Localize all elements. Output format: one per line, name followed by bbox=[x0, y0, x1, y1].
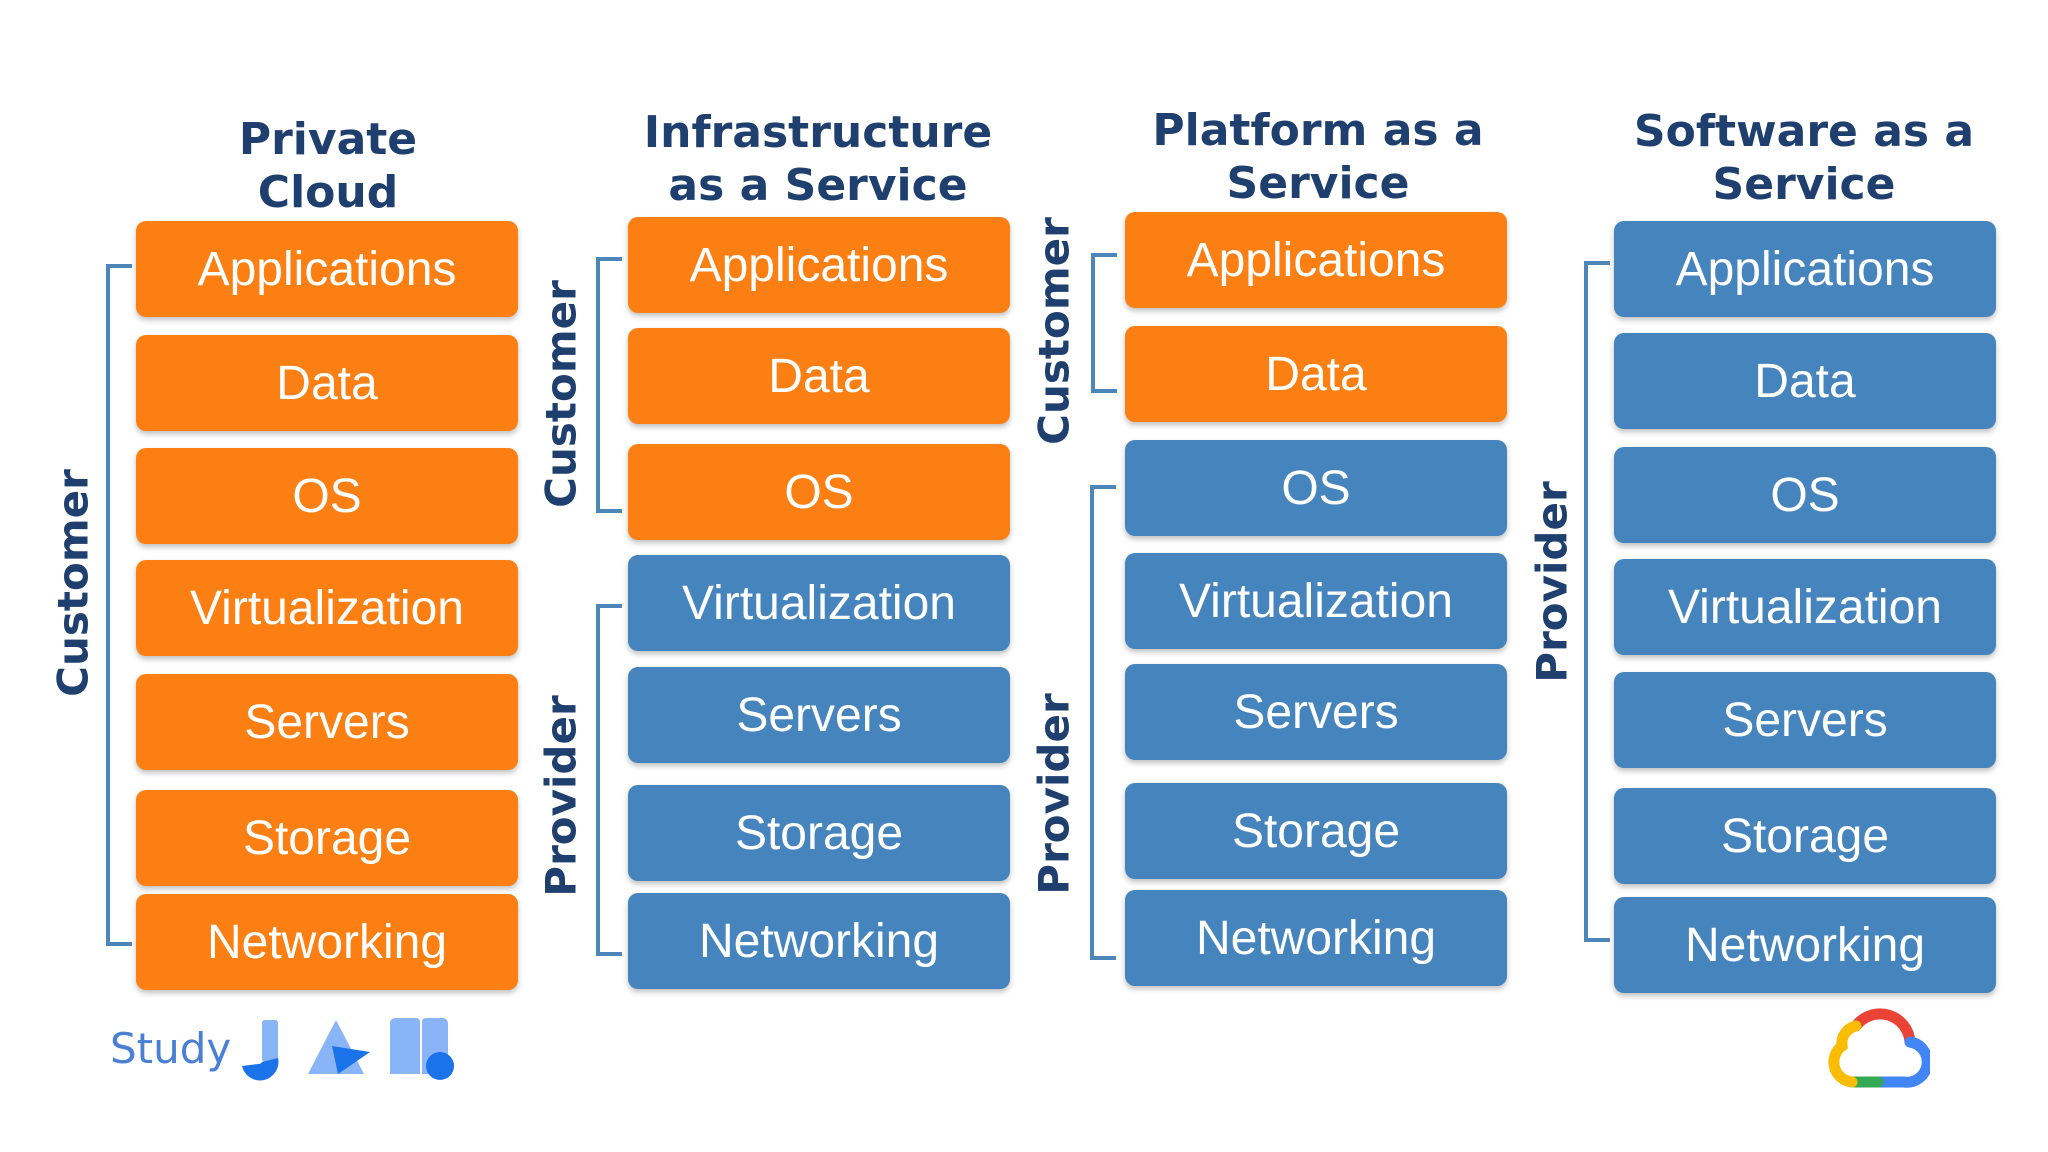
layer-networking: Networking bbox=[628, 893, 1010, 989]
customer-bracket bbox=[106, 264, 132, 946]
layer-networking: Networking bbox=[1614, 897, 1996, 993]
layer-storage: Storage bbox=[628, 785, 1010, 881]
j-logo-icon bbox=[242, 1020, 279, 1081]
provider-label-text: Provider bbox=[1527, 481, 1577, 683]
customer-bracket bbox=[596, 257, 622, 513]
title-line-2: Cloud bbox=[257, 167, 399, 218]
layer-data: Data bbox=[628, 328, 1010, 424]
layer-applications: Applications bbox=[136, 221, 518, 317]
provider-bracket bbox=[1090, 485, 1116, 960]
title-saas: Software as a Service bbox=[1614, 105, 1994, 211]
layer-os: OS bbox=[136, 448, 518, 544]
layer-networking: Networking bbox=[1125, 890, 1507, 986]
provider-bracket bbox=[1584, 261, 1610, 942]
customer-label-text: Customer bbox=[536, 280, 586, 508]
layer-applications: Applications bbox=[628, 217, 1010, 313]
title-line-2: as a Service bbox=[668, 160, 968, 211]
title-iaas: Infrastructure as a Service bbox=[628, 106, 1008, 212]
layer-applications: Applications bbox=[1614, 221, 1996, 317]
layer-os: OS bbox=[1125, 440, 1507, 536]
title-line-1: Infrastructure bbox=[643, 107, 993, 158]
provider-label-text: Provider bbox=[536, 695, 586, 897]
customer-bracket bbox=[1091, 253, 1117, 393]
layer-data: Data bbox=[1614, 333, 1996, 429]
provider-label-text: Provider bbox=[1029, 693, 1079, 895]
title-line-2: Service bbox=[1712, 159, 1896, 210]
layer-networking: Networking bbox=[136, 894, 518, 990]
title-private-cloud: Private Cloud bbox=[198, 113, 458, 219]
title-line-1: Platform as a bbox=[1152, 105, 1484, 156]
layer-servers: Servers bbox=[136, 674, 518, 770]
layer-virtualization: Virtualization bbox=[136, 560, 518, 656]
study-label: Study bbox=[110, 1024, 232, 1073]
google-cloud-icon bbox=[1828, 1008, 1930, 1088]
layer-storage: Storage bbox=[1125, 783, 1507, 879]
book-logo-icon bbox=[390, 1018, 454, 1080]
layer-storage: Storage bbox=[1614, 788, 1996, 884]
layer-virtualization: Virtualization bbox=[1614, 559, 1996, 655]
title-line-1: Software as a bbox=[1633, 106, 1975, 157]
layer-servers: Servers bbox=[1614, 672, 1996, 768]
layer-virtualization: Virtualization bbox=[628, 555, 1010, 651]
layer-applications: Applications bbox=[1125, 212, 1507, 308]
triangle-logo-icon bbox=[308, 1020, 370, 1074]
layer-virtualization: Virtualization bbox=[1125, 553, 1507, 649]
customer-label-text: Customer bbox=[1029, 217, 1079, 445]
layer-servers: Servers bbox=[1125, 664, 1507, 760]
layer-data: Data bbox=[136, 335, 518, 431]
title-paas: Platform as a Service bbox=[1128, 104, 1508, 210]
layer-storage: Storage bbox=[136, 790, 518, 886]
layer-servers: Servers bbox=[628, 667, 1010, 763]
layer-os: OS bbox=[1614, 447, 1996, 543]
layer-data: Data bbox=[1125, 326, 1507, 422]
customer-label-text: Customer bbox=[48, 469, 98, 697]
title-line-1: Private bbox=[238, 114, 418, 165]
layer-os: OS bbox=[628, 444, 1010, 540]
provider-bracket bbox=[596, 604, 622, 956]
title-line-2: Service bbox=[1226, 158, 1410, 209]
